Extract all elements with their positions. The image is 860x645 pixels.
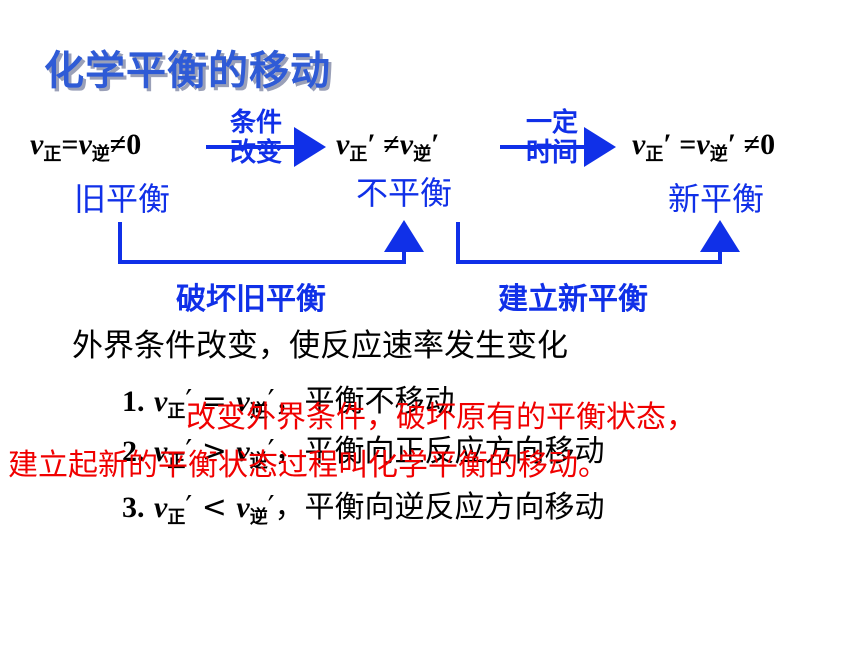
- arrow-label-top: 条件: [229, 108, 282, 138]
- arrow-label-bottom: 时间: [525, 138, 578, 168]
- list-number: 3.: [122, 491, 145, 524]
- velocity-symbol: v: [78, 128, 92, 161]
- velocity-symbol: v: [30, 128, 44, 161]
- forward-subscript: 正: [43, 144, 62, 165]
- forward-subscript: 正: [349, 144, 368, 165]
- state-new-equilibrium: 新平衡: [668, 180, 765, 218]
- velocity-symbol: v: [236, 385, 250, 418]
- list-item: 1. v正′ = v逆′，平衡不移动: [122, 376, 455, 423]
- list-text: ′，平衡向逆反应方向移动: [267, 490, 605, 525]
- overlay-definition-line2: 建立起新的平衡状态过程叫化学平衡的移动。: [8, 448, 608, 483]
- list-item: 2. v正′ > v逆′，平衡向正反应方向移动: [122, 426, 605, 473]
- operator-tail: ≠0: [109, 128, 142, 161]
- forward-subscript: 正: [645, 144, 664, 165]
- state-non-equilibrium: 不平衡: [356, 174, 453, 212]
- operator: =: [61, 128, 79, 161]
- operator: ′ >: [185, 434, 237, 469]
- reverse-subscript: 逆: [249, 401, 268, 422]
- velocity-symbol: v: [154, 385, 168, 418]
- operator-tail: ′: [431, 128, 440, 161]
- list-item: 3. v正′ < v逆′，平衡向逆反应方向移动: [122, 482, 605, 529]
- formula-equilibrium: v正=v逆≠0: [30, 128, 141, 166]
- reverse-subscript: 逆: [249, 451, 268, 472]
- bracket-label-build-new: 建立新平衡: [498, 282, 648, 317]
- forward-subscript: 正: [167, 401, 186, 422]
- operator: ′ ≠: [367, 128, 400, 161]
- list-text: ′，平衡向正反应方向移动: [267, 434, 605, 469]
- list-number: 1.: [122, 385, 145, 418]
- reverse-subscript: 逆: [249, 507, 268, 528]
- velocity-symbol: v: [696, 128, 710, 161]
- velocity-symbol: v: [236, 491, 250, 524]
- list-text: ′，平衡不移动: [267, 384, 455, 419]
- reverse-subscript: 逆: [91, 144, 110, 165]
- overlay-definition-line1: 改变外界条件，破坏原有的平衡状态，: [186, 400, 696, 435]
- operator: ′ =: [185, 384, 237, 419]
- velocity-symbol: v: [632, 128, 646, 161]
- page-title: 化学平衡的移动: [44, 48, 331, 94]
- operator-tail: ′ ≠0: [727, 128, 776, 161]
- forward-subscript: 正: [167, 451, 186, 472]
- operator: ′ =: [663, 128, 697, 161]
- reverse-subscript: 逆: [413, 144, 432, 165]
- bracket-label-break-old: 破坏旧平衡: [176, 282, 326, 317]
- arrow-label-time: 一定 时间: [514, 108, 590, 168]
- velocity-symbol: v: [154, 491, 168, 524]
- arrow-label-condition: 条件 改变: [218, 108, 294, 168]
- operator: ′ <: [185, 490, 237, 525]
- velocity-symbol: v: [399, 128, 414, 161]
- state-old-equilibrium: 旧平衡: [74, 180, 171, 218]
- formula-non-equilibrium: v正′ ≠v逆′: [336, 128, 440, 166]
- arrow-label-top: 一定: [525, 108, 578, 138]
- velocity-symbol: v: [236, 435, 250, 468]
- formula-new-equilibrium: v正′ =v逆′ ≠0: [632, 128, 775, 166]
- reverse-subscript: 逆: [709, 144, 728, 165]
- velocity-symbol: v: [336, 128, 350, 161]
- velocity-symbol: v: [154, 435, 168, 468]
- forward-subscript: 正: [167, 507, 186, 528]
- list-number: 2.: [122, 435, 145, 468]
- bracket-break-old: [118, 220, 424, 264]
- arrow-label-bottom: 改变: [229, 138, 282, 168]
- intro-text: 外界条件改变，使反应速率发生变化: [72, 328, 568, 364]
- bracket-build-new: [456, 220, 740, 264]
